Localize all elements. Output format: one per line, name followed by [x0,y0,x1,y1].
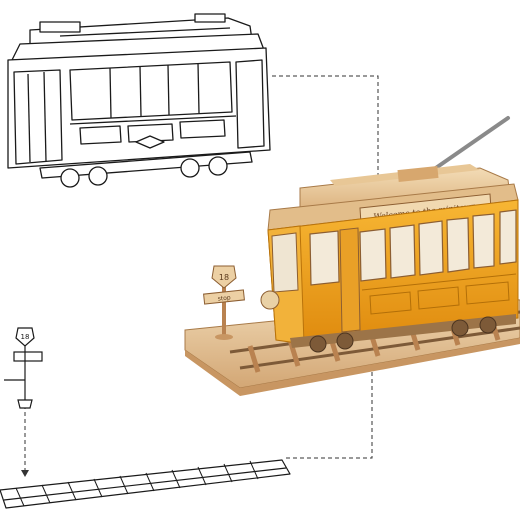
arrow-head-icon [21,470,29,477]
small-sign-number: 18 [21,333,30,341]
line-art-track [0,459,291,509]
connector-track-to-model [286,368,373,459]
headlamp-icon [260,290,280,310]
wooden-sign-plate: stop [217,294,231,302]
connector-lines [24,75,379,472]
wooden-tram-model: Welcome to the minitown [184,116,520,396]
line-art-tram [7,13,271,188]
trolley-pole [428,116,510,174]
connector-tram-to-model [272,75,379,178]
wooden-route-sign: 18 stop [203,265,245,340]
wooden-sign-number: 18 [219,273,229,282]
tram-windows [309,209,517,286]
small-sign-piece: 18 [4,327,43,409]
